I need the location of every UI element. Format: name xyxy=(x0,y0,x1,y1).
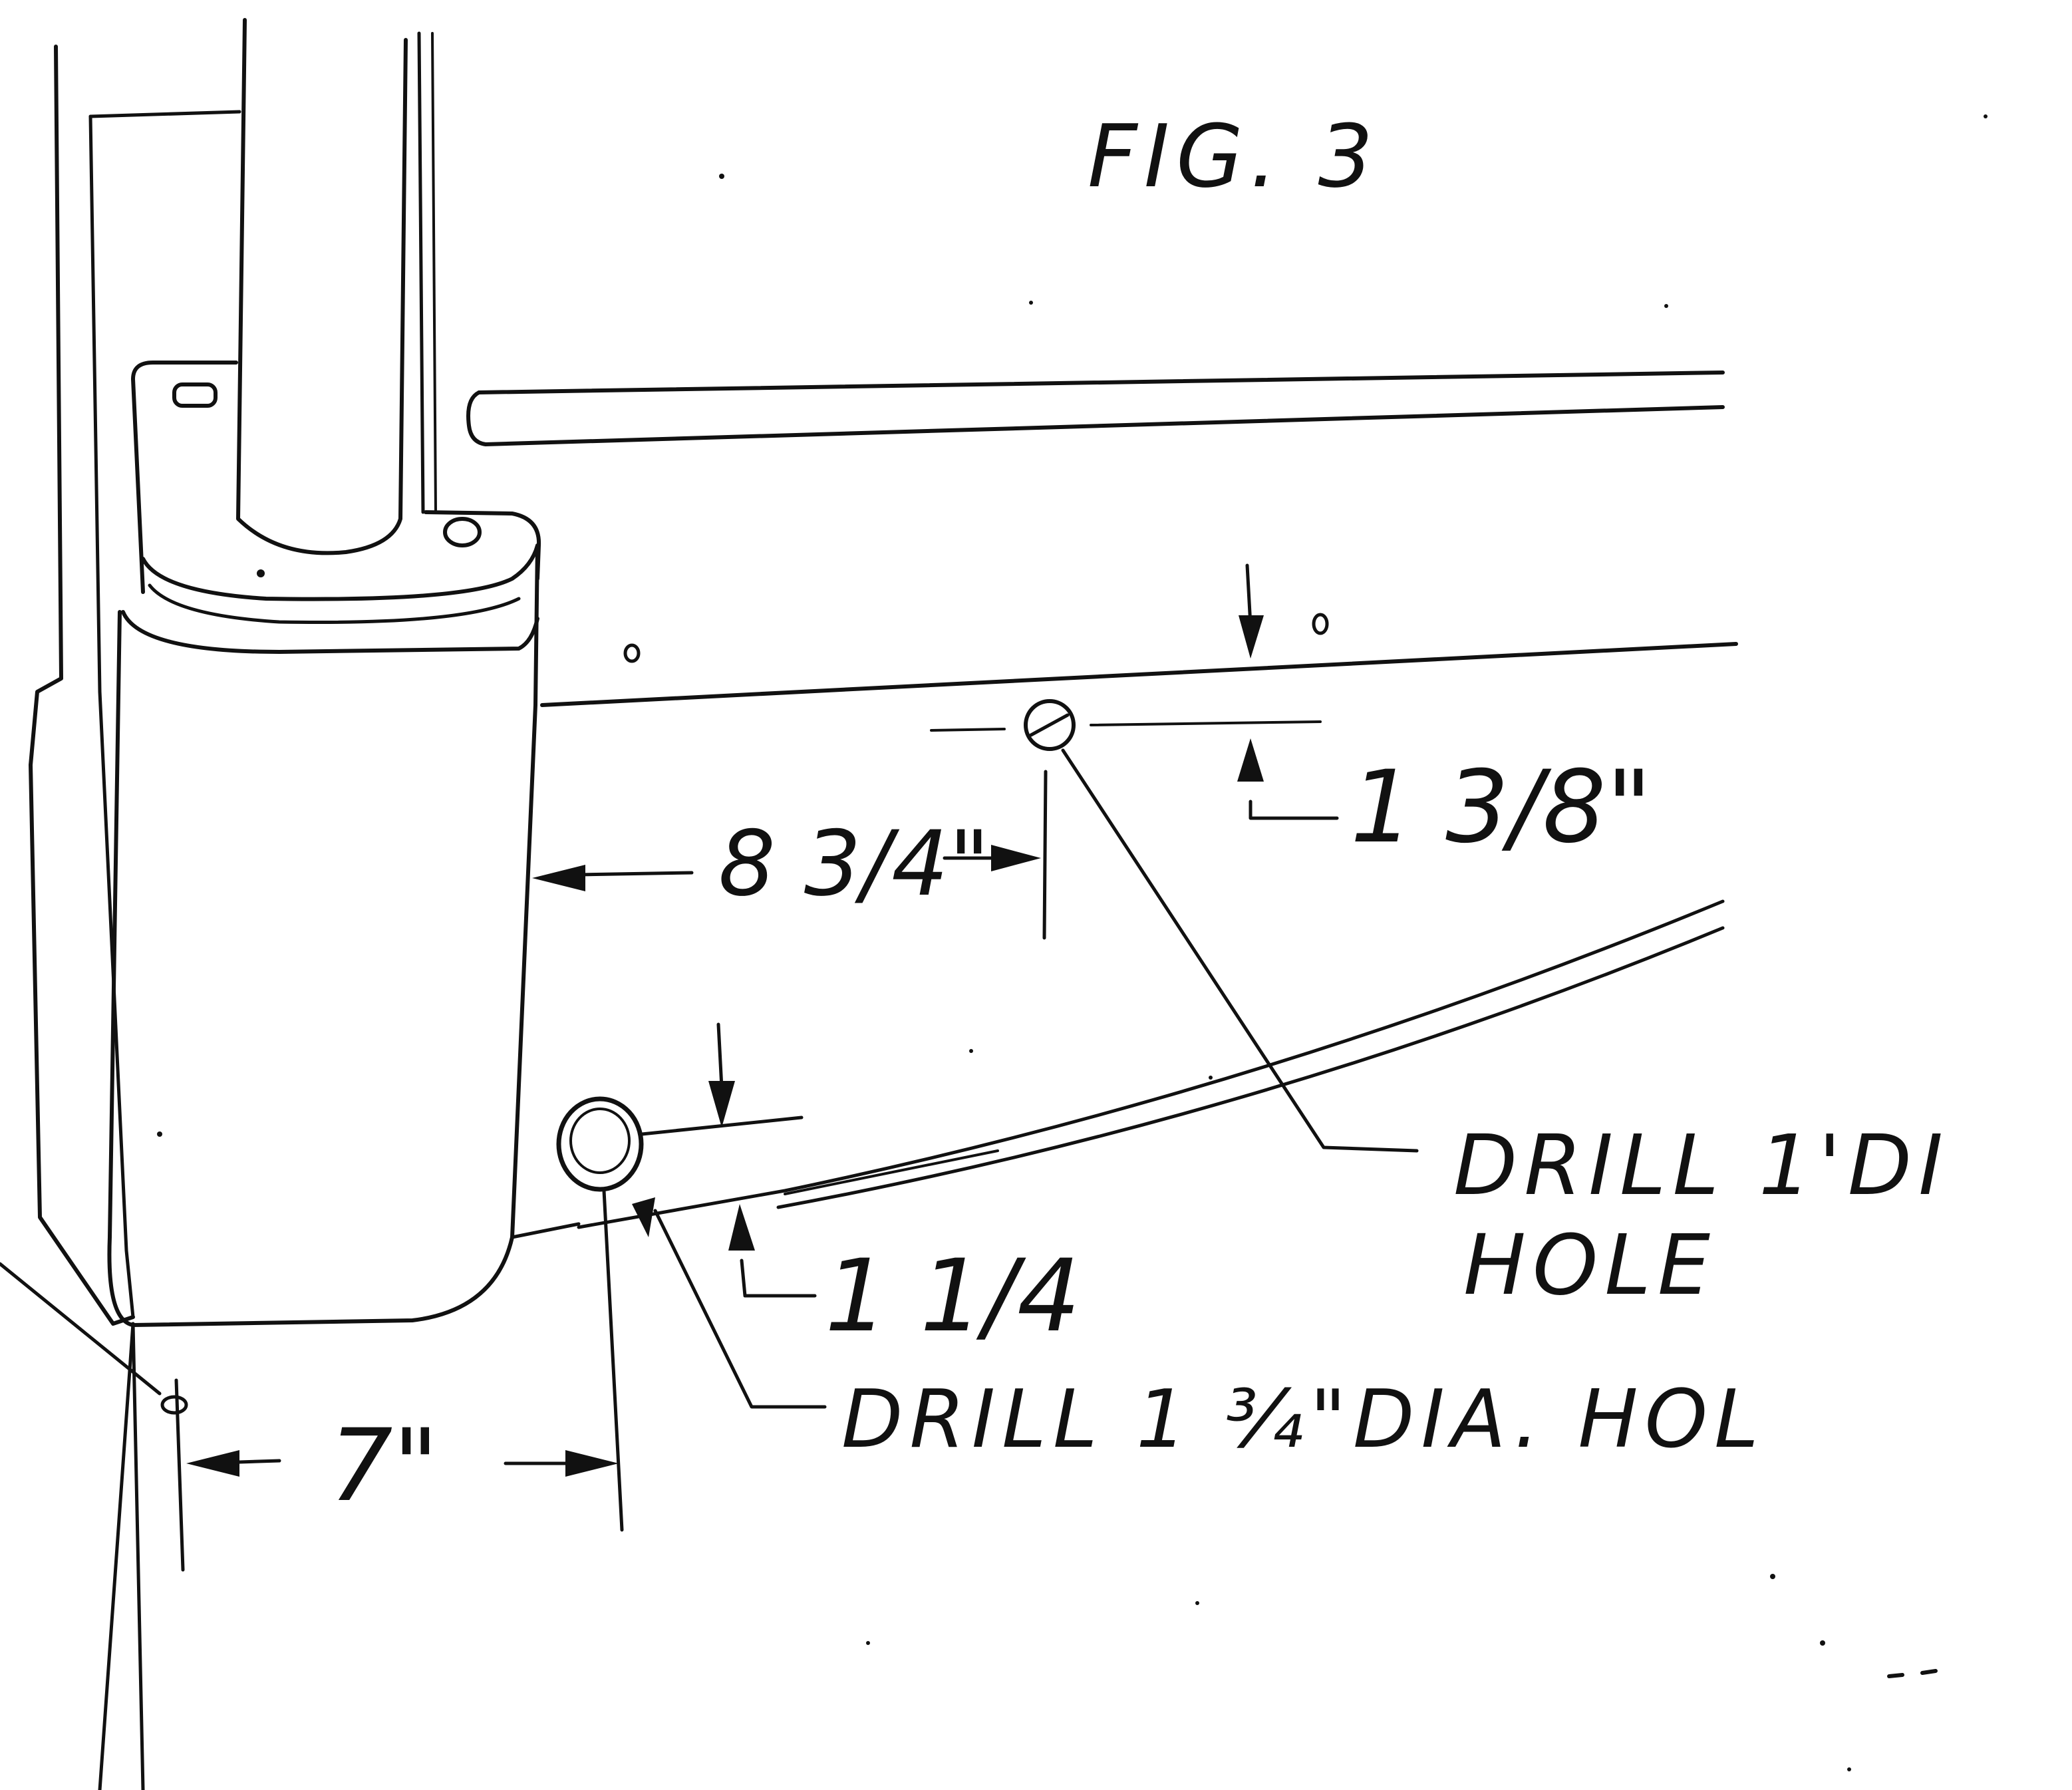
left-post xyxy=(29,45,241,1790)
callout-top-hole-line2: HOLE xyxy=(1463,1217,1717,1314)
small-hole-leader xyxy=(0,1262,162,1396)
dim-top-hole-edge: 1 3/8" xyxy=(1237,563,1652,865)
dim-bottom-hole-edge: 1 1/4 xyxy=(708,1022,1081,1354)
bracket-plate xyxy=(121,361,541,654)
side-panel xyxy=(160,613,1738,1415)
dim-label-bottom-hole-post: 7" xyxy=(329,1408,438,1524)
dim-label-top-hole-edge: 1 3/8" xyxy=(1350,750,1652,865)
dim-bottom-hole-post: 7" xyxy=(174,1378,619,1572)
dim-label-top-hole-post: 8 3/4" xyxy=(718,812,990,916)
bottom-drill-hole xyxy=(556,1096,644,1192)
small-hole-bottom xyxy=(160,1395,188,1415)
top-drill-hole xyxy=(1024,699,1076,751)
small-hole-left xyxy=(623,643,641,663)
top-hole-group xyxy=(930,699,1419,1153)
dim-label-bottom-hole-edge: 1 1/4 xyxy=(825,1239,1081,1354)
small-hole-right xyxy=(1312,613,1329,635)
top-rail xyxy=(466,371,1725,446)
dim-top-hole-post: 8 3/4" xyxy=(532,812,1041,916)
callout-top-hole-line1: DRILL 1'DI xyxy=(1453,1118,1950,1214)
bracket-bolt-hole xyxy=(443,517,482,547)
callout-bottom-hole: DRILL 1 ¾"DIA. HOL xyxy=(841,1374,1765,1466)
scan-specks xyxy=(157,114,1988,1771)
lower-housing xyxy=(107,543,581,1327)
bracket-slot xyxy=(172,382,218,408)
figure-title: FIG. 3 xyxy=(1088,106,1380,207)
inner-tube xyxy=(236,18,437,555)
